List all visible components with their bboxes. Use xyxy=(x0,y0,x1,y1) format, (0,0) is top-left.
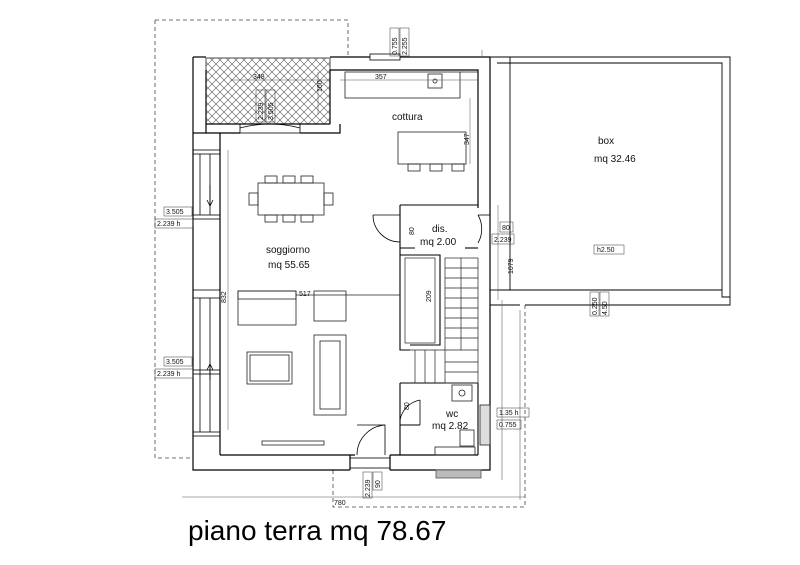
tag-left-lower-1: 3.505 xyxy=(166,359,184,366)
tag-dis-1: 80 xyxy=(502,225,510,232)
garage-walls xyxy=(490,56,731,306)
exterior-walls xyxy=(192,56,491,471)
tag-wc-2: 0.755 xyxy=(499,422,517,429)
top-windows xyxy=(239,53,401,134)
doors xyxy=(349,214,490,469)
dim-347: 347 xyxy=(464,133,471,145)
tag-top-w1: 0.755 xyxy=(392,37,399,55)
tag-left-lower-2: 2.239 h xyxy=(157,371,180,378)
tag-bottom-1: 2.239 xyxy=(365,479,372,497)
tag-top-w2: 2.255 xyxy=(402,37,409,55)
window-tags xyxy=(154,27,625,499)
tag-left-upper-2: 2.239 h xyxy=(157,221,180,228)
room-soggiorno-area: mq 55.65 xyxy=(268,260,310,271)
staircase xyxy=(404,257,479,384)
tag-terrace-w2: 3.505 xyxy=(268,102,275,120)
tag-box-v2: 4.50 xyxy=(602,301,609,315)
dim-517: 517 xyxy=(299,291,311,298)
tag-bottom-2: 90 xyxy=(375,480,382,488)
dim-832: 832 xyxy=(221,291,228,303)
interior-walls xyxy=(399,204,479,455)
room-wc-area: mq 2.82 xyxy=(432,421,469,432)
wc-fixtures xyxy=(434,384,491,479)
room-cottura: cottura xyxy=(392,112,423,123)
dim-209: 209 xyxy=(426,290,433,302)
room-soggiorno-name: soggiorno xyxy=(266,245,310,256)
tag-box-h: h2.50 xyxy=(597,247,615,254)
room-dis-name: dis. xyxy=(432,224,448,235)
garage-details xyxy=(481,50,521,500)
dim-160: 160 xyxy=(317,80,324,92)
left-windows xyxy=(192,149,221,437)
tag-left-upper-1: 3.505 xyxy=(166,209,184,216)
dim-348: 348 xyxy=(253,74,265,81)
dim-1079: 1079 xyxy=(508,258,515,274)
dimension-lines xyxy=(182,72,525,498)
dim-80-dis: 80 xyxy=(409,227,416,235)
property-boundary xyxy=(154,19,526,508)
living-furniture xyxy=(237,290,400,446)
room-dis-area: mq 2.00 xyxy=(420,237,457,248)
dining-table xyxy=(248,175,334,223)
room-wc-name: wc xyxy=(445,409,458,420)
tag-wc-1: 1.35 h xyxy=(499,410,519,417)
tag-box-v1: 0.250 xyxy=(592,297,599,315)
tag-dis-2: 2.239 xyxy=(494,237,512,244)
room-box-name: box xyxy=(598,136,614,147)
tag-terrace-w1: 2.239 xyxy=(258,102,265,120)
dim-80-wc: 80 xyxy=(404,402,411,410)
kitchen-counters xyxy=(344,71,478,172)
room-box-area: mq 32.46 xyxy=(594,154,636,165)
plan-title: piano terra mq 78.67 xyxy=(188,515,446,546)
dim-357: 357 xyxy=(375,74,387,81)
dim-780: 780 xyxy=(334,500,346,507)
